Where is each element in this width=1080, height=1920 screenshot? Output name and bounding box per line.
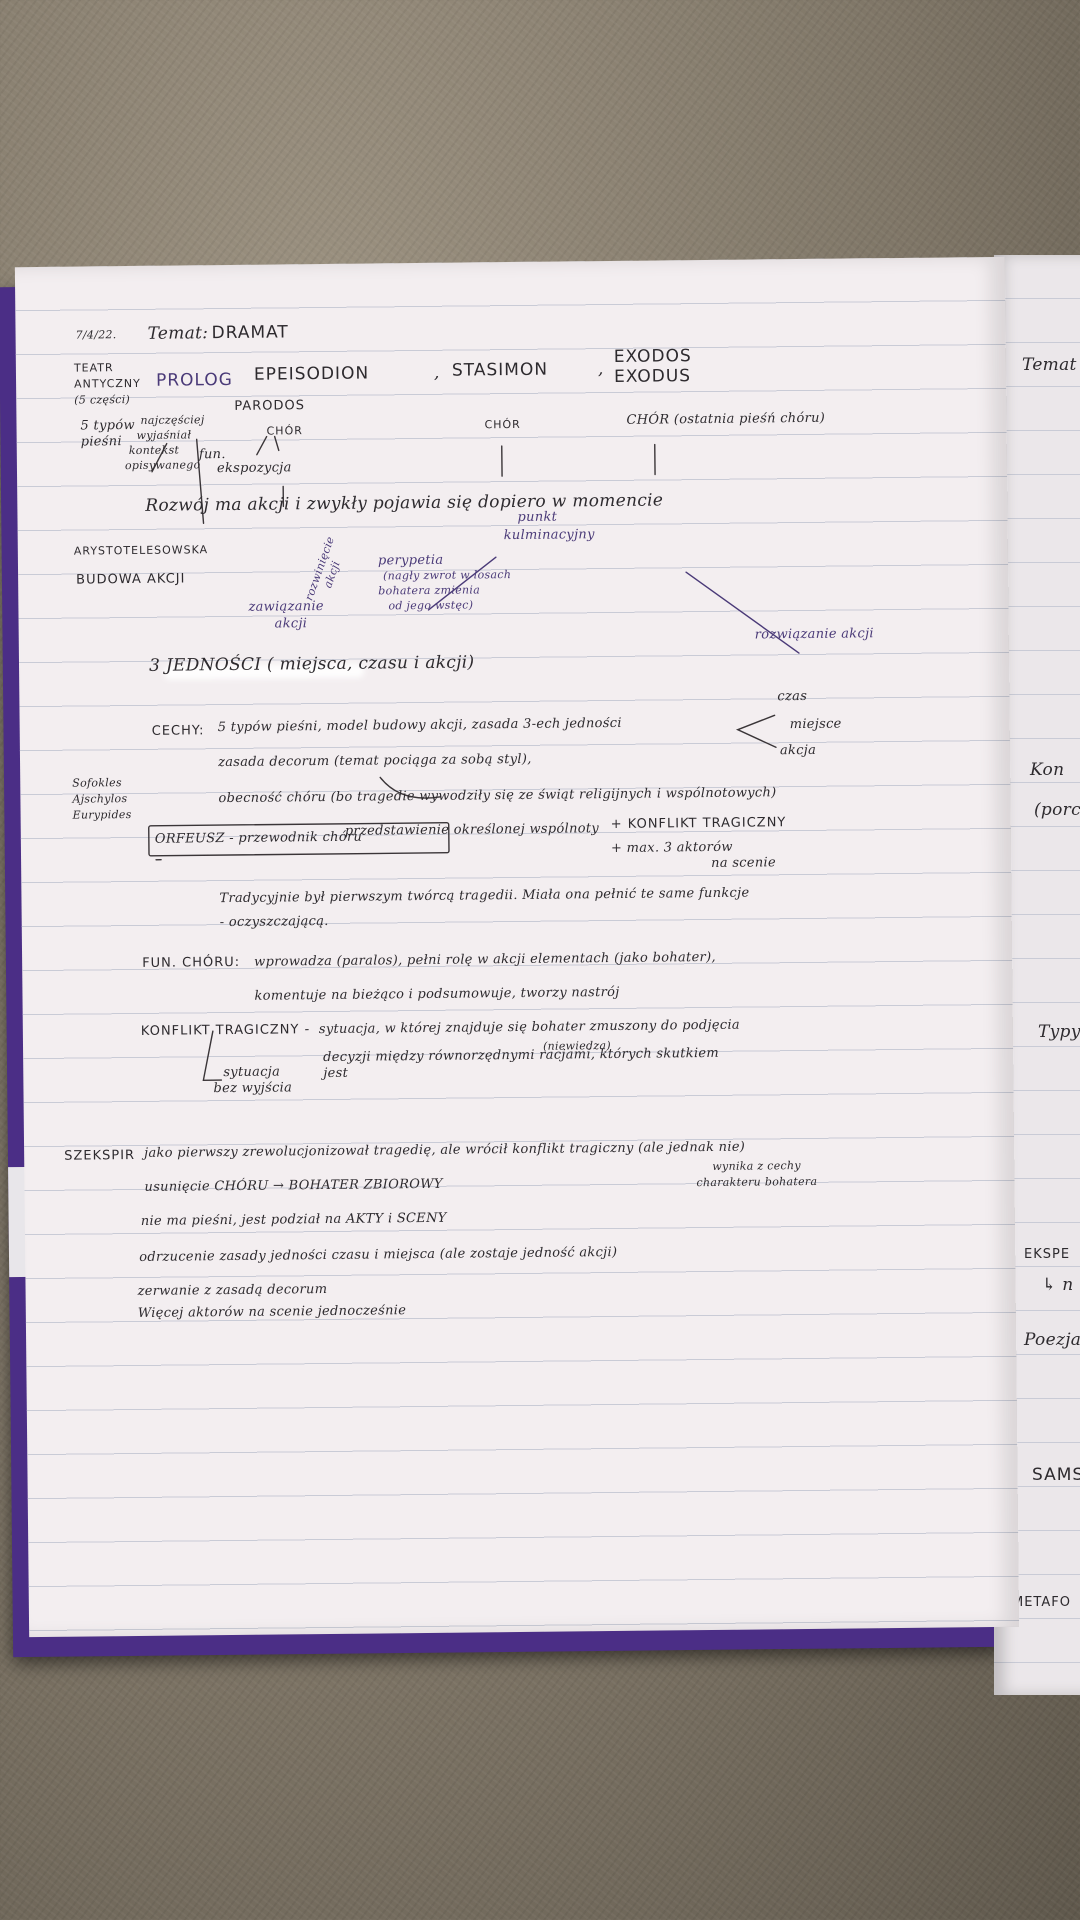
line-punkt-right	[685, 571, 800, 654]
max-aktorow-1: + max. 3 aktorów	[610, 839, 733, 857]
prolog-note-4: opisywanego	[124, 458, 201, 473]
date: 7/4/22.	[75, 328, 117, 342]
cechy-label: CECHY:	[151, 723, 205, 739]
box-orfeusz	[148, 822, 450, 857]
budowa-akcji: BUDOWA AKCJI	[76, 571, 186, 588]
caret-parodos	[256, 435, 268, 456]
trzy-jednosci: 3 JEDNOŚCI ( miejsca, czasu i akcji)	[148, 652, 475, 676]
right-ekspe: EKSPE	[1024, 1247, 1071, 1262]
konflikt-label: KONFLIKT TRAGICZNY -	[140, 1022, 311, 1039]
line-punkt-left	[427, 556, 497, 611]
prolog-note-3: kontekst	[128, 443, 180, 458]
zawiazanie-1: zawiązanie	[248, 599, 324, 615]
right-kon: Kon	[1030, 760, 1065, 780]
arrow-prolog-note	[151, 442, 168, 473]
szekspir-side-2: charakteru bohatera	[696, 1174, 818, 1190]
sytuacja-1: sytuacja	[223, 1064, 281, 1081]
szekspir-line-3: nie ma pieśni, jest podział na AKTY i SC…	[140, 1210, 447, 1229]
right-temat: Temat	[1022, 355, 1077, 375]
chor-3: CHÓR (ostatnia pieśń chóru)	[626, 410, 826, 428]
teatr-line-1: TEATR	[73, 361, 114, 375]
teatr-line-3: (5 części)	[74, 393, 131, 407]
szekspir-label: SZEKSPIR	[64, 1148, 136, 1164]
parodos: PARODOS	[234, 398, 306, 414]
orfeusz: ORFEUSZ - przewodnik chóru	[154, 829, 363, 847]
perypetia-2: (nagły zwrot w losach	[383, 568, 512, 583]
szekspir-line-6: Więcej aktorów na scenie jednocześnie	[137, 1303, 407, 1321]
prolog: PROLOG	[155, 369, 234, 391]
szekspir-line-2: usunięcie CHÓRU → BOHATER ZBIOROWY	[144, 1176, 443, 1195]
fun-note-2: ekspozycja	[216, 460, 292, 477]
left-notebook-page: 7/4/22. Temat: DRAMAT TEATR ANTYCZNY (5 …	[14, 256, 1020, 1638]
exodus: EXODUS	[613, 366, 692, 387]
jest: jest	[323, 1065, 349, 1082]
fun-note-1: fun.	[198, 447, 226, 463]
arrow-przedstawienie	[379, 776, 442, 799]
arystotelesowska: ARYSTOTELESOWSKA	[73, 543, 209, 558]
right-poro: (porc	[1034, 800, 1080, 820]
sytuacja-2: bez wyjścia	[213, 1080, 293, 1097]
zawiazanie-2: akcji	[274, 616, 308, 632]
temat-label: Temat:	[147, 323, 209, 344]
tespis-line-2: - oczyszczającą.	[219, 913, 329, 931]
przedstawienie: przedstawienie określonej wspólnoty	[344, 821, 600, 839]
perypetia-1: perypetia	[377, 552, 444, 569]
piesni-line-2: pieśni	[80, 434, 122, 450]
right-sams: SAMS	[1032, 1465, 1080, 1485]
punkt-2: kulminacyjny	[503, 527, 595, 544]
szekspir-side-1: wynika z cechy	[712, 1159, 801, 1173]
hand-drawn-lines	[148, 435, 800, 1082]
punkt-1: punkt	[517, 509, 558, 525]
exodos: EXODOS	[613, 346, 692, 367]
fun-choru-label: FUN. CHÓRU:	[142, 954, 241, 971]
chor-1: CHÓR	[266, 424, 303, 438]
max-aktorow-2: na scenie	[711, 855, 777, 871]
epeisodion: EPEISODION	[253, 363, 370, 385]
cechy-czas: czas	[777, 688, 808, 705]
right-typy: Typy	[1038, 1022, 1080, 1042]
autor-eurypides: Eurypides	[72, 808, 132, 822]
arrow-prolog-fun	[195, 438, 205, 524]
branch-cechy	[735, 714, 777, 748]
temat-title: DRAMAT	[211, 322, 289, 344]
perypetia-4: od jego wstęc)	[388, 598, 474, 613]
right-metafo: METAFO	[1012, 1595, 1071, 1610]
prolog-note-1: najczęściej	[140, 413, 205, 427]
autor-sofokles: Sofokles	[72, 776, 122, 790]
perypetia-3: bohatera zmienia	[378, 583, 481, 598]
piesni-line-1: 5 typów	[80, 417, 135, 434]
konflikt-plus: + KONFLIKT TRAGICZNY	[610, 815, 787, 833]
rozwiazanie: rozwiązanie akcji	[754, 626, 874, 643]
right-n: ↳ n	[1042, 1275, 1074, 1295]
cechy-akcja: akcja	[779, 742, 817, 759]
cechy-miejsce: miejsce	[789, 716, 842, 733]
right-notebook-page: Temat Kon (porc Typy EKSPE ↳ n Poezja SA…	[994, 255, 1080, 1695]
chor-2: CHÓR	[484, 417, 521, 432]
arrow-sytuacja	[202, 1030, 223, 1082]
szekspir-line-5: zerwanie z zasadą decorum	[137, 1282, 328, 1299]
prolog-note-2: wyjaśniał	[136, 428, 192, 442]
stasimon: STASIMON	[451, 359, 549, 381]
autor-ajschylos: Ajschylos	[72, 792, 128, 806]
teatr-line-2: ANTYCZNY	[74, 376, 141, 391]
right-poezja: Poezja	[1024, 1330, 1080, 1350]
